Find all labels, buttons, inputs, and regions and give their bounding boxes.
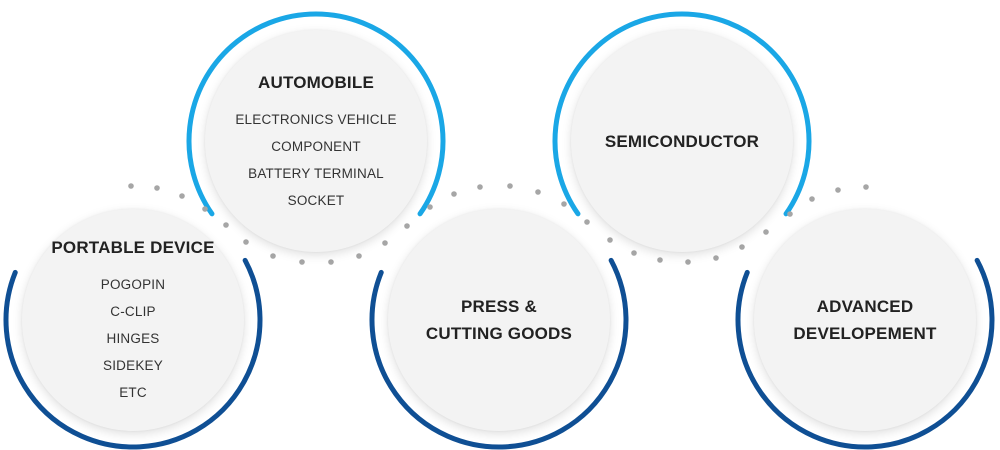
node-title: ADVANCED DEVELOPEMENT — [793, 297, 937, 343]
connector-dot — [179, 193, 185, 199]
node-title: PORTABLE DEVICE — [51, 238, 215, 257]
ring-arc-advanced-development — [735, 257, 995, 450]
list-item: ETC — [119, 385, 147, 400]
connector-dot — [270, 253, 276, 259]
connector-dot — [404, 223, 410, 229]
connector-dot — [713, 255, 719, 261]
connector-dot — [835, 187, 841, 193]
list-item: POGOPIN — [100, 277, 166, 292]
connector-dot — [787, 211, 793, 217]
connector-dot — [631, 250, 637, 256]
connector-dot — [561, 201, 567, 207]
ring-arc-portable-device — [3, 257, 263, 450]
connector-dot — [763, 229, 769, 235]
node-automobile: AUTOMOBILE ELECTRONICS VEHICLE COMPONENT… — [205, 30, 427, 252]
node-press-cutting-goods: PRESS & CUTTING GOODS — [388, 209, 610, 431]
connector-dot — [451, 191, 457, 197]
node-title: SEMICONDUCTOR — [604, 131, 760, 151]
list-item: SOCKET — [287, 192, 345, 208]
connector-dot — [128, 183, 134, 189]
connector-dot — [202, 206, 208, 212]
ring-arc-press-cutting-goods — [369, 257, 629, 450]
connector-dot — [535, 189, 541, 195]
connector-dot — [356, 253, 362, 259]
ring-arc-automobile — [186, 11, 446, 217]
list-item: HINGES — [106, 331, 160, 346]
connector-dot — [382, 240, 388, 246]
connector-dot — [477, 184, 483, 190]
connector-dot — [427, 204, 433, 210]
connector-dot — [739, 244, 745, 250]
connector-dot — [243, 239, 249, 245]
node-title: AUTOMOBILE — [258, 72, 374, 92]
node-portable-device: PORTABLE DEVICE POGOPIN C-CLIP HINGES SI… — [22, 209, 244, 431]
list-item: ELECTRONICS VEHICLE — [235, 111, 397, 127]
connector-dot — [299, 259, 305, 265]
connector-dot — [328, 259, 334, 265]
connector-dot — [863, 184, 869, 190]
ring-arc-semiconductor — [552, 11, 812, 217]
connector-dot — [584, 219, 590, 225]
connector-dot — [154, 185, 160, 191]
list-item: BATTERY TERMINAL — [248, 165, 384, 181]
connector-dot — [507, 183, 513, 189]
list-item: SIDEKEY — [103, 358, 163, 373]
node-semiconductor: SEMICONDUCTOR — [571, 30, 793, 252]
node-title: PRESS & CUTTING GOODS — [425, 297, 573, 343]
list-item: COMPONENT — [271, 138, 361, 154]
node-advanced-development: ADVANCED DEVELOPEMENT — [754, 209, 976, 431]
connector-dot — [223, 222, 229, 228]
list-item: C-CLIP — [110, 304, 156, 319]
dotted-connectors — [128, 183, 869, 265]
connector-dot — [657, 257, 663, 263]
connector-dot — [685, 259, 691, 265]
connector-dot — [607, 237, 613, 243]
connector-dot — [809, 196, 815, 202]
ring-arcs — [3, 11, 995, 450]
